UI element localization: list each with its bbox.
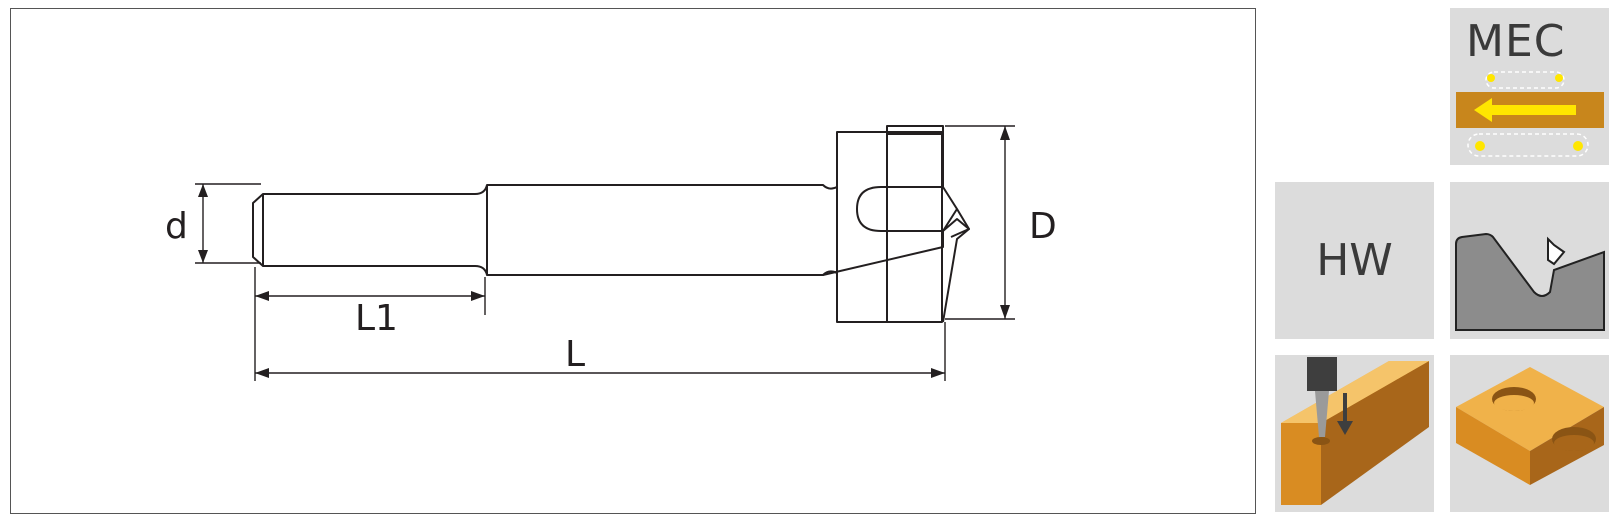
dim-L-arrow-right <box>931 368 945 378</box>
dim-D-arrow-top <box>1000 126 1010 140</box>
wood-holes-icon <box>1456 367 1604 485</box>
cutter-profile-badge <box>1450 182 1609 339</box>
dim-L1-arrow-left <box>255 291 269 301</box>
machine-feed-label: MEC <box>1466 16 1566 67</box>
drill-bit-drawing <box>195 125 1015 381</box>
dim-label-d: d <box>165 206 188 247</box>
dim-d-arrow-bottom <box>198 250 208 263</box>
dim-label-L1: L1 <box>355 298 398 339</box>
material-badge: HW <box>1275 182 1434 339</box>
cutter-plate <box>886 125 944 135</box>
machine-feed-icon <box>1456 71 1604 157</box>
flute-slot <box>856 186 943 232</box>
dim-D-arrow-bottom <box>1000 305 1010 319</box>
machine-feed-badge: MEC <box>1450 8 1609 165</box>
material-label: HW <box>1316 235 1393 286</box>
technical-drawing-frame: d D L1 L <box>10 8 1256 514</box>
dim-L1-arrow-right <box>471 291 485 301</box>
center-point <box>950 208 970 238</box>
shank-outline <box>252 184 838 276</box>
dim-L-arrow-left <box>255 368 269 378</box>
hole-application-badge <box>1450 355 1609 512</box>
cutter-profile-icon <box>1455 232 1605 331</box>
dim-label-D: D <box>1029 206 1057 247</box>
drilling-wood-icon <box>1281 357 1429 505</box>
drill-head-body <box>836 131 943 323</box>
dim-label-L: L <box>565 334 586 375</box>
drilling-application-badge <box>1275 355 1434 512</box>
dim-d-arrow-top <box>198 184 208 197</box>
